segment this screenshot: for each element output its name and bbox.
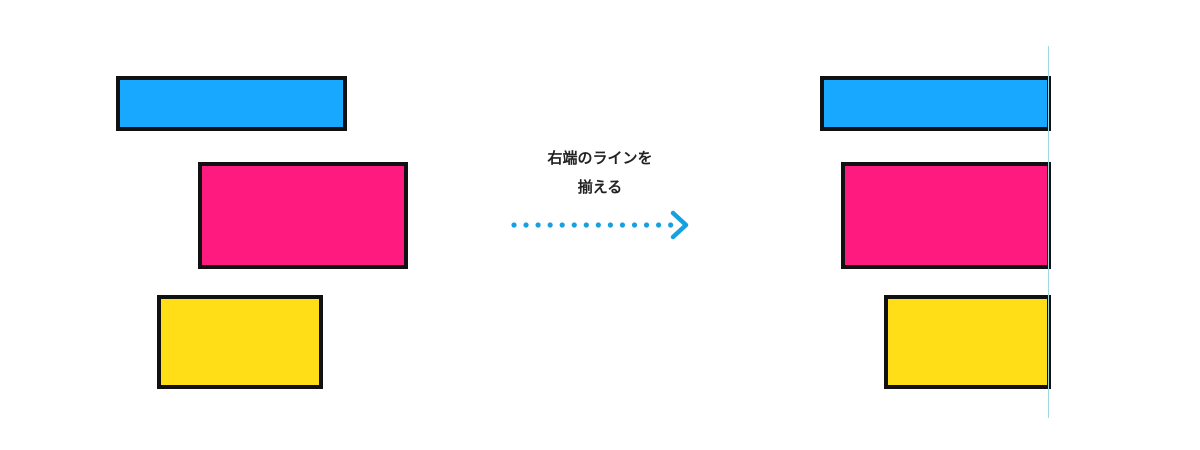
arrow-dot xyxy=(643,222,650,228)
arrow-dot xyxy=(523,222,529,228)
arrow-dot xyxy=(511,222,517,228)
right-alignment-guide-line xyxy=(1048,46,1049,418)
after-yellow-rectangle xyxy=(884,295,1051,389)
arrow-dot xyxy=(656,222,662,228)
after-blue-rectangle xyxy=(820,76,1051,131)
arrow-dot xyxy=(595,222,601,228)
caption-line-2: 揃える xyxy=(577,178,623,196)
arrow-dot xyxy=(668,222,674,228)
before-yellow-rectangle xyxy=(157,295,323,389)
arrow-dot xyxy=(607,222,613,228)
instruction-caption: 右端のラインを 揃える xyxy=(500,144,700,202)
arrow-dot xyxy=(559,222,565,228)
arrow-dot xyxy=(571,222,577,228)
before-pink-rectangle xyxy=(198,162,408,269)
arrow-dot xyxy=(547,222,553,228)
after-pink-rectangle xyxy=(841,162,1051,269)
arrow-dot xyxy=(535,222,541,228)
arrow-dot xyxy=(583,222,589,228)
arrow-dot xyxy=(619,222,626,228)
before-blue-rectangle xyxy=(116,76,347,131)
dotted-right-arrow-icon xyxy=(511,210,689,240)
caption-line-1: 右端のラインを xyxy=(547,149,653,167)
arrow-dot xyxy=(631,222,638,228)
